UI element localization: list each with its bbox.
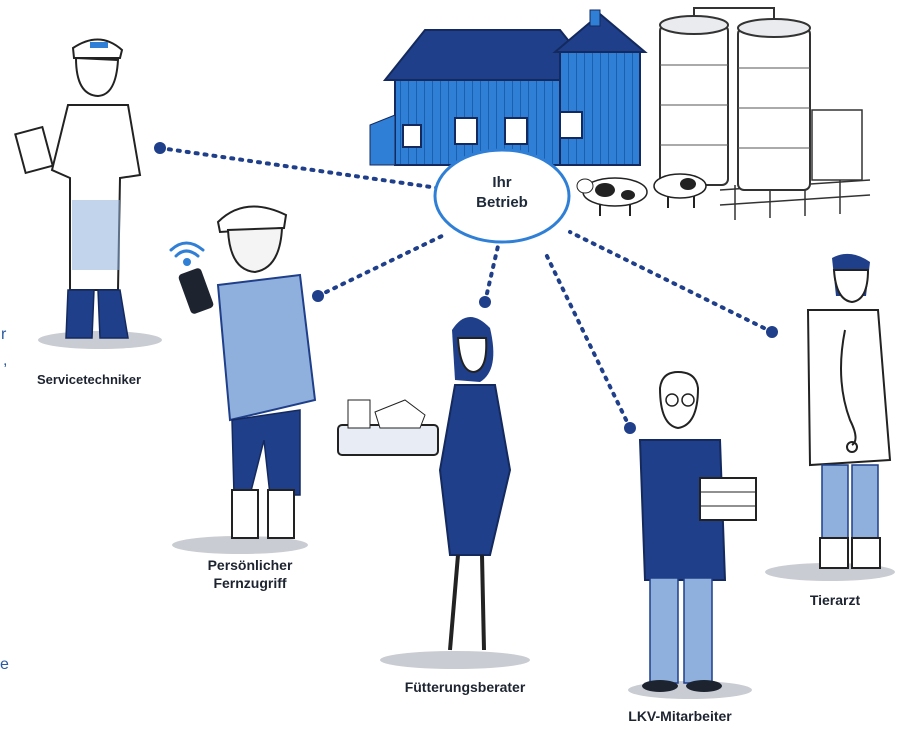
endpoint-dot bbox=[479, 296, 491, 308]
edge-fragment-comma: , bbox=[3, 352, 8, 369]
servicetechniker-figure bbox=[14, 38, 142, 339]
vet-figure bbox=[806, 253, 892, 569]
cows-illustration bbox=[576, 173, 707, 216]
wifi-icon bbox=[169, 241, 205, 266]
label-tierarzt: Tierarzt bbox=[809, 592, 861, 608]
feed-advisor-figure bbox=[337, 316, 512, 651]
edge-fragment-e: e bbox=[0, 656, 9, 673]
endpoint-dot bbox=[154, 142, 166, 154]
endpoint-dot bbox=[312, 290, 324, 302]
connector-endpoints bbox=[154, 142, 778, 434]
barn-illustration bbox=[369, 9, 648, 166]
silo-illustration bbox=[659, 7, 863, 191]
farm-illustration bbox=[369, 7, 871, 220]
hub-label-line2: Betrieb bbox=[476, 193, 528, 211]
hub-label: Ihr Betrieb bbox=[462, 173, 542, 212]
label-fernzugriff-line2: Fernzugriff bbox=[213, 574, 287, 591]
endpoint-dot bbox=[766, 326, 778, 338]
edge-fragment-r: r bbox=[1, 326, 7, 343]
label-fernzugriff: Persönlicher Fernzugriff bbox=[190, 557, 310, 592]
label-servicetechniker: Servicetechniker bbox=[36, 372, 142, 387]
connector-lines bbox=[158, 146, 774, 430]
label-fernzugriff-line1: Persönlicher bbox=[207, 557, 293, 573]
endpoint-dot bbox=[624, 422, 636, 434]
hub-ellipse bbox=[433, 148, 571, 244]
connector-servicetechniker bbox=[158, 146, 440, 190]
connector-fuetterungsberater bbox=[483, 244, 500, 304]
connector-lkv bbox=[542, 248, 632, 430]
farmer-figure bbox=[169, 205, 317, 539]
lkv-figure bbox=[638, 370, 757, 692]
label-fuetterungsberater: Fütterungsberater bbox=[404, 679, 526, 695]
hub-label-line1: Ihr bbox=[492, 174, 512, 191]
connector-fernzugriff bbox=[316, 232, 448, 298]
connector-tierarzt bbox=[568, 230, 774, 334]
label-lkv: LKV-Mitarbeiter bbox=[628, 708, 732, 724]
